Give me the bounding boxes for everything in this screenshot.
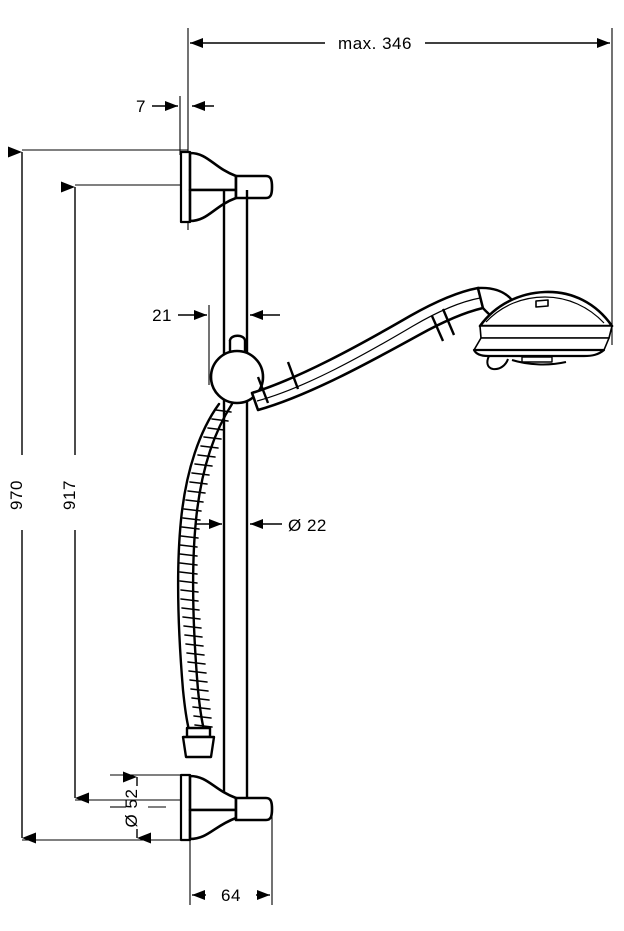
dimension-label-970: 970 xyxy=(7,480,26,510)
dimension-flange-diameter: Ø 52 xyxy=(110,771,166,844)
slide-bar xyxy=(222,190,249,800)
wall-bracket-bottom xyxy=(179,773,274,842)
dimension-label-7: 7 xyxy=(136,97,146,116)
wall-bracket-top xyxy=(179,150,274,224)
dimension-wall-projection: 64 xyxy=(192,886,270,905)
dimension-overall-height: 970 xyxy=(7,146,36,844)
dimension-label-diam-22: Ø 22 xyxy=(288,516,327,535)
dimension-label-64: 64 xyxy=(221,886,241,905)
dimension-bar-diameter: Ø 22 xyxy=(196,516,327,535)
shower-hose xyxy=(176,402,234,732)
dimension-label-max-346: max. 346 xyxy=(338,34,412,53)
dimension-bracket-centers: 917 xyxy=(60,181,89,804)
dimension-max-reach: max. 346 xyxy=(190,34,610,53)
hand-shower xyxy=(250,286,614,412)
dimension-label-21: 21 xyxy=(152,306,172,325)
dimension-wall-plate-thickness: 7 xyxy=(136,97,214,116)
dimension-label-diam-52: Ø 52 xyxy=(122,789,141,828)
slider-holder xyxy=(209,334,265,405)
hose-connector xyxy=(181,726,216,759)
dimension-label-917: 917 xyxy=(60,480,79,510)
dimension-bracket-offset: 21 xyxy=(152,306,280,325)
